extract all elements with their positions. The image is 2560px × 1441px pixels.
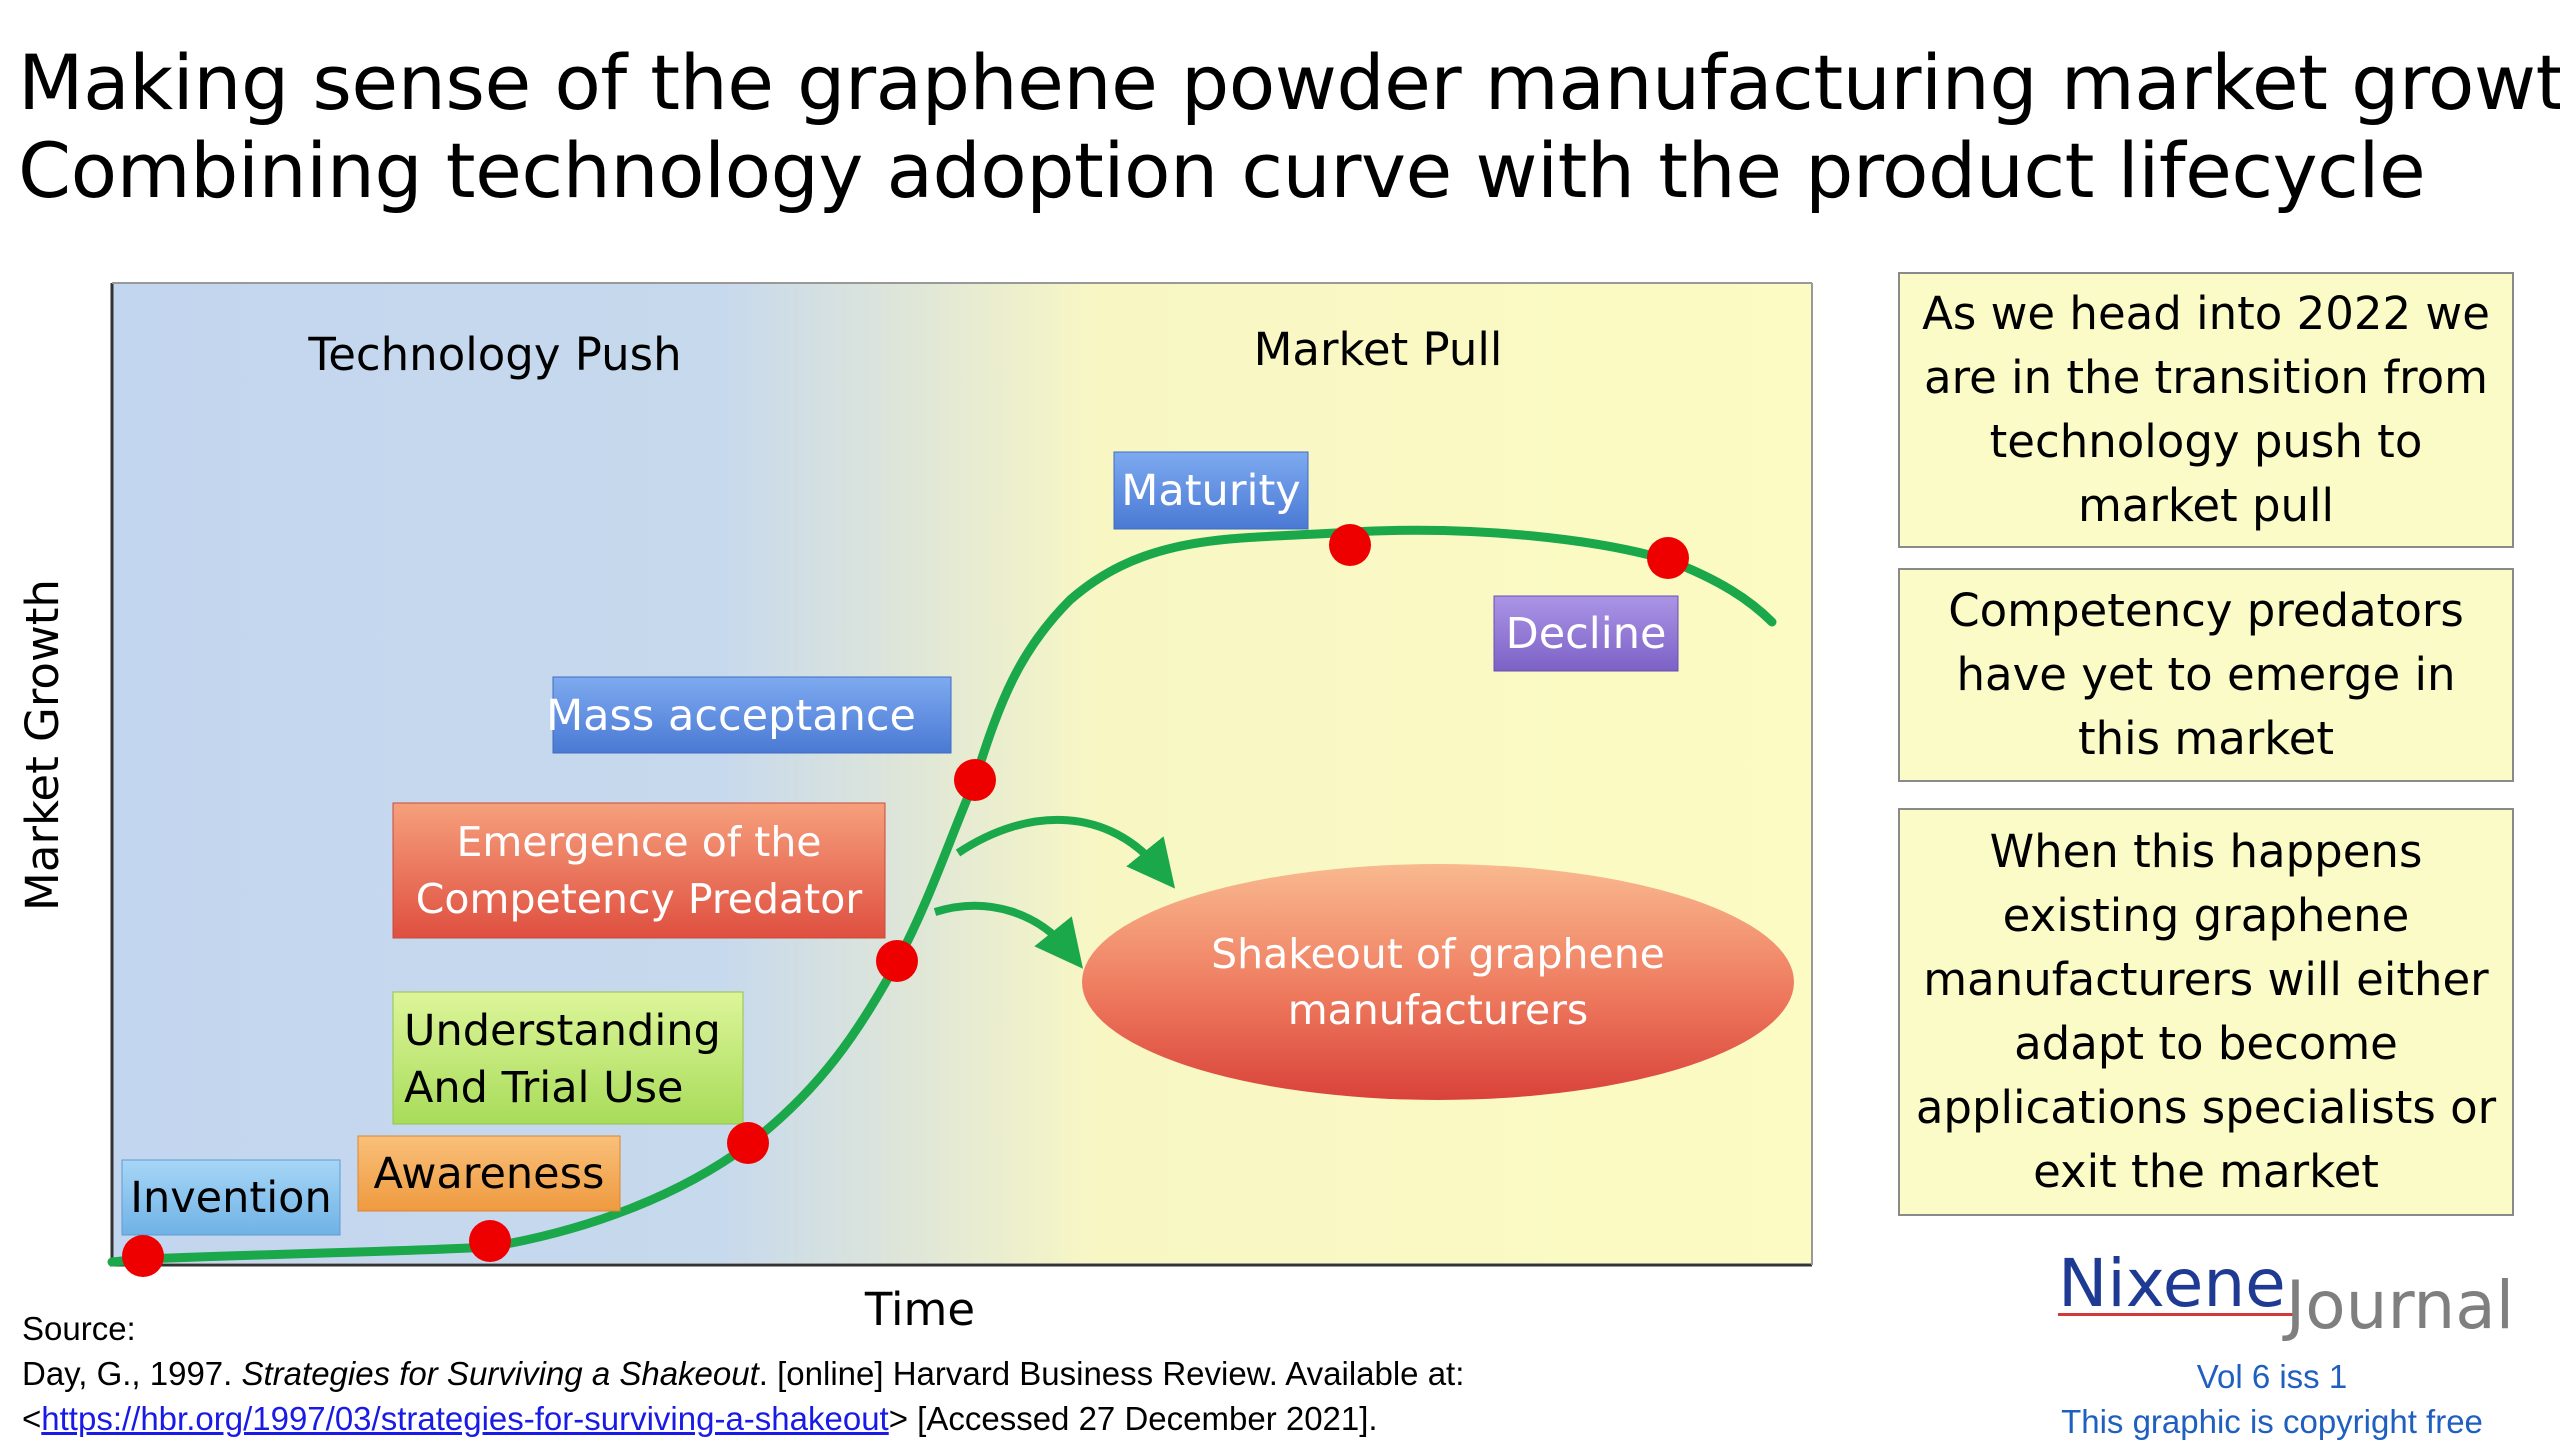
stage-understanding-label-line1: Understanding	[404, 1006, 721, 1056]
stage-mass-acceptance: Mass acceptance	[546, 676, 952, 754]
source-citation-line1: Day, G., 1997. Strategies for Surviving …	[22, 1355, 1464, 1393]
stage-invention: Invention	[121, 1159, 341, 1236]
marker-maturity	[1329, 524, 1371, 566]
note-transition: As we head into 2022 we are in the trans…	[1898, 272, 2514, 548]
marker-understanding	[727, 1122, 769, 1164]
source-citation-line2: <https://hbr.org/1997/03/strategies-for-…	[22, 1400, 1378, 1438]
stage-maturity: Maturity	[1113, 451, 1309, 530]
stage-understanding: Understanding And Trial Use	[392, 991, 744, 1125]
stage-invention-label: Invention	[130, 1173, 331, 1223]
marker-mass-acceptance	[954, 759, 996, 801]
citation-publisher: . [online] Harvard Business Review. Avai…	[758, 1355, 1465, 1392]
stage-decline: Decline	[1493, 595, 1679, 672]
citation-accessed: > [Accessed 27 December 2021].	[888, 1400, 1378, 1437]
stage-understanding-label-line2: And Trial Use	[404, 1063, 684, 1113]
stage-competency: Emergence of the Competency Predator	[392, 802, 886, 939]
title-line-1: Making sense of the graphene powder manu…	[18, 38, 2560, 127]
marker-invention	[122, 1235, 164, 1277]
note-outcome: When this happens existing graphene manu…	[1898, 808, 2514, 1216]
shakeout-label-line1: Shakeout of graphene	[1211, 930, 1665, 978]
stage-awareness: Awareness	[357, 1135, 621, 1212]
stage-maturity-label: Maturity	[1121, 466, 1301, 516]
marker-competency	[876, 940, 918, 982]
source-label: Source:	[22, 1310, 136, 1347]
marker-decline	[1647, 537, 1689, 579]
citation-author: Day, G., 1997.	[22, 1355, 242, 1392]
shakeout-arrow-lower	[933, 901, 1084, 969]
logo-suffix: Journal	[2285, 1267, 2515, 1344]
stage-competency-label-line2: Competency Predator	[416, 875, 863, 923]
x-axis-title: Time	[864, 1283, 975, 1336]
shakeout-ellipse	[1082, 864, 1794, 1100]
y-axis-title: Market Growth	[16, 579, 69, 911]
shakeout-label-line2: manufacturers	[1288, 986, 1589, 1034]
citation-open-bracket: <	[22, 1400, 42, 1437]
shakeout-arrow-upper	[955, 815, 1176, 889]
marker-awareness	[469, 1220, 511, 1262]
copyright-notice: This graphic is copyright free	[2061, 1403, 2483, 1440]
stage-decline-label: Decline	[1506, 609, 1667, 659]
market-pull-label: Market Pull	[1254, 323, 1503, 376]
nixene-journal-logo: NixeneJournal	[2058, 1245, 2514, 1344]
citation-title: Strategies for Surviving a Shakeout	[241, 1355, 759, 1392]
technology-push-label: Technology Push	[307, 328, 681, 381]
note-competency-predators: Competency predators have yet to emerge …	[1898, 568, 2514, 782]
stage-mass-acceptance-label: Mass acceptance	[546, 691, 916, 741]
stage-awareness-label: Awareness	[374, 1149, 605, 1199]
title-line-2: Combining technology adoption curve with…	[18, 126, 2426, 215]
volume-issue: Vol 6 iss 1	[2196, 1358, 2348, 1395]
stage-competency-label-line1: Emergence of the	[456, 818, 821, 866]
citation-link[interactable]: https://hbr.org/1997/03/strategies-for-s…	[41, 1400, 889, 1437]
logo-brand: Nixene	[2058, 1245, 2286, 1322]
